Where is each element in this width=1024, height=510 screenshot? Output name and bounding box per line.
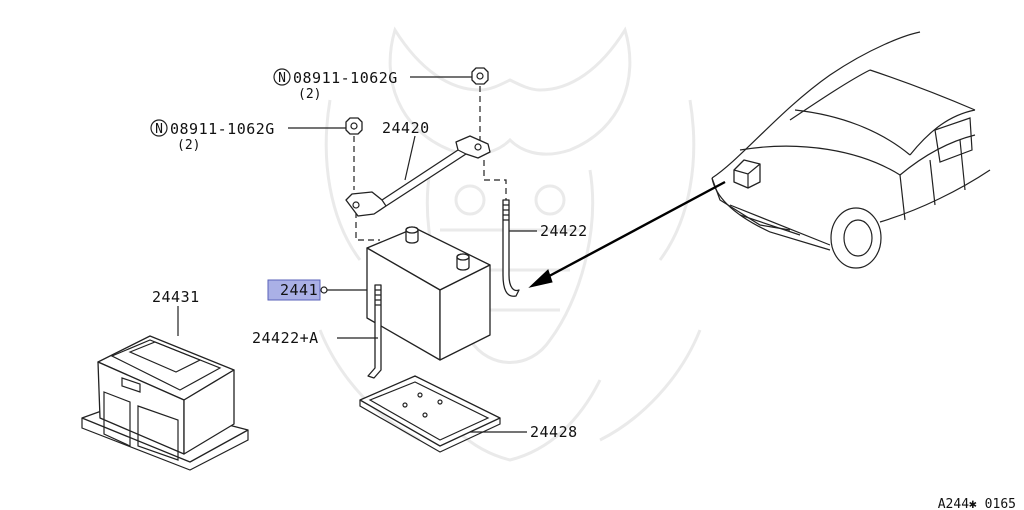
dash-rod-right <box>483 160 507 205</box>
rod-left[interactable] <box>367 284 382 379</box>
nut-symbol-circle-left <box>150 119 168 137</box>
nut-top-callout: N 08911-1062G (2) <box>273 68 398 102</box>
catalog-code: A244✱ 0165 <box>938 497 1016 510</box>
nut-code-left: 08911-1062G <box>170 120 275 138</box>
nut-symbol-circle-top <box>273 68 291 86</box>
label-rod-right: 24422 <box>540 222 588 240</box>
label-battery: 2441 <box>280 281 318 299</box>
battery[interactable] <box>366 226 491 361</box>
locator-arrow <box>528 180 726 288</box>
nut-qty-top: (2) <box>298 87 321 102</box>
dash-frame-battery <box>355 212 380 241</box>
nut-left[interactable] <box>345 117 363 135</box>
rod-right[interactable] <box>502 199 520 297</box>
highlight-box <box>267 279 321 301</box>
nut-symbol-top: N <box>278 71 286 86</box>
nut-code-top: 08911-1062G <box>293 69 398 87</box>
battery-highlight-callout[interactable]: 2441 <box>267 279 328 301</box>
label-cover: 24431 <box>152 288 200 306</box>
label-rod-left: 24422+A <box>252 329 319 347</box>
nut-left-callout: N 08911-1062G (2) <box>150 119 275 153</box>
label-tray: 24428 <box>530 423 578 441</box>
battery-tray[interactable] <box>359 375 501 453</box>
battery-cover[interactable] <box>81 335 249 471</box>
nut-top[interactable] <box>471 67 489 85</box>
battery-frame[interactable] <box>345 135 491 217</box>
nut-symbol-left: N <box>155 122 163 137</box>
leader-frame <box>404 135 416 181</box>
vehicle-illustration <box>711 31 991 269</box>
nut-qty-left: (2) <box>177 138 200 153</box>
label-frame: 24420 <box>382 119 430 137</box>
